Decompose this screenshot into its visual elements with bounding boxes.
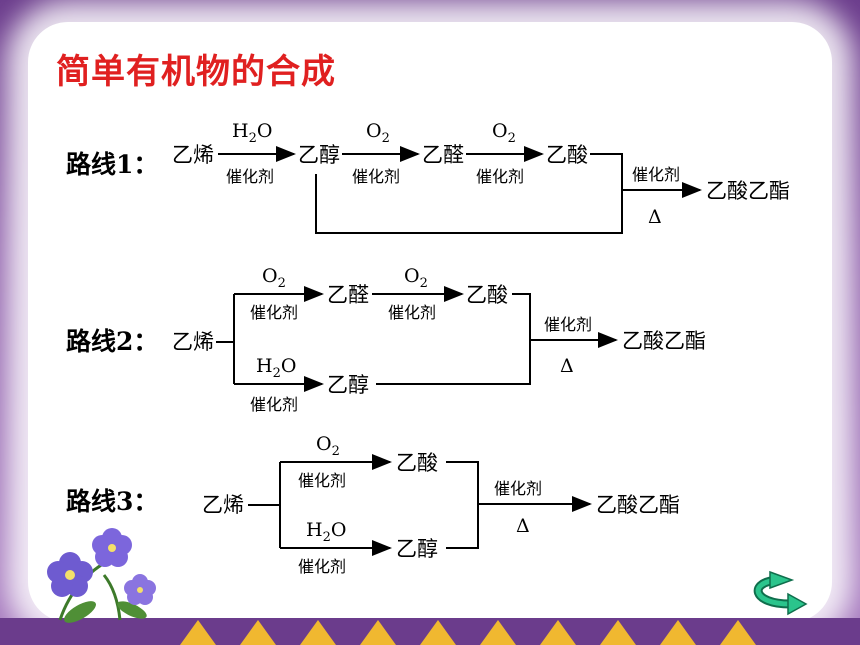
triangle-decoration bbox=[480, 620, 516, 645]
catalyst-label: 催化剂 bbox=[226, 167, 274, 186]
catalyst-label: 催化剂 bbox=[632, 165, 680, 184]
node-acetic-acid: 乙酸 bbox=[396, 451, 438, 475]
triangle-decoration bbox=[720, 620, 756, 645]
catalyst-label: 催化剂 bbox=[476, 167, 524, 186]
catalyst-label: 催化剂 bbox=[298, 557, 346, 576]
heat-symbol: Δ bbox=[648, 206, 662, 228]
node-ethanol: 乙醇 bbox=[396, 537, 438, 561]
condition-h2o: H2O bbox=[256, 355, 296, 381]
catalyst-label: 催化剂 bbox=[388, 303, 436, 322]
triangle-decoration bbox=[600, 620, 636, 645]
content-panel bbox=[28, 22, 832, 622]
node-ethanol: 乙醇 bbox=[327, 373, 369, 397]
condition-h2o: H2O bbox=[306, 519, 346, 545]
route-1-label: 路线1： bbox=[66, 150, 158, 179]
node-ethyl-acetate: 乙酸乙酯 bbox=[622, 329, 706, 353]
return-arrow-icon[interactable] bbox=[753, 570, 808, 616]
node-ethyl-acetate: 乙酸乙酯 bbox=[706, 179, 790, 203]
triangle-decoration bbox=[420, 620, 456, 645]
route-1: 路线1： 乙烯 H2O 催化剂 乙醇 O2 催化剂 乙醛 O2 催化剂 乙酸 催… bbox=[66, 120, 790, 234]
triangle-decoration bbox=[660, 620, 696, 645]
condition-o2: O2 bbox=[492, 120, 516, 146]
condition-o2: O2 bbox=[262, 265, 286, 291]
node-ethylene: 乙烯 bbox=[172, 143, 214, 167]
node-ethylene: 乙烯 bbox=[202, 493, 244, 517]
flower-decoration bbox=[47, 528, 156, 623]
connector-line bbox=[446, 461, 479, 549]
condition-h2o: H2O bbox=[232, 120, 272, 146]
page-title: 简单有机物的合成 bbox=[56, 52, 336, 92]
condition-o2: O2 bbox=[366, 120, 390, 146]
node-ethylene: 乙烯 bbox=[172, 330, 214, 354]
triangle-decoration bbox=[540, 620, 576, 645]
heat-symbol: Δ bbox=[560, 355, 574, 377]
route-3: 路线3： 乙烯 O2 催化剂 乙酸 H2O 催化剂 乙醇 催化剂 Δ 乙酸乙酯 bbox=[66, 433, 680, 576]
catalyst-label: 催化剂 bbox=[544, 315, 592, 334]
node-ethanol: 乙醇 bbox=[298, 143, 340, 167]
connector-line bbox=[315, 153, 623, 234]
triangle-decoration bbox=[180, 620, 216, 645]
triangle-decoration bbox=[360, 620, 396, 645]
condition-o2: O2 bbox=[316, 433, 340, 459]
condition-o2: O2 bbox=[404, 265, 428, 291]
node-acetic-acid: 乙酸 bbox=[546, 143, 588, 167]
route-2: 路线2： 乙烯 O2 催化剂 乙醛 O2 催化剂 乙酸 H2O 催化剂 乙醇 催… bbox=[66, 265, 706, 414]
route-3-label: 路线3： bbox=[66, 487, 158, 516]
node-ethyl-acetate: 乙酸乙酯 bbox=[596, 493, 680, 517]
node-acetaldehyde: 乙醛 bbox=[327, 283, 369, 307]
triangle-decoration bbox=[300, 620, 336, 645]
triangle-decoration bbox=[240, 620, 276, 645]
catalyst-label: 催化剂 bbox=[298, 471, 346, 490]
catalyst-label: 催化剂 bbox=[250, 303, 298, 322]
node-acetic-acid: 乙酸 bbox=[466, 283, 508, 307]
route-2-label: 路线2： bbox=[66, 327, 158, 356]
catalyst-label: 催化剂 bbox=[494, 479, 542, 498]
heat-symbol: Δ bbox=[516, 515, 530, 537]
node-acetaldehyde: 乙醛 bbox=[422, 143, 464, 167]
catalyst-label: 催化剂 bbox=[352, 167, 400, 186]
catalyst-label: 催化剂 bbox=[250, 395, 298, 414]
